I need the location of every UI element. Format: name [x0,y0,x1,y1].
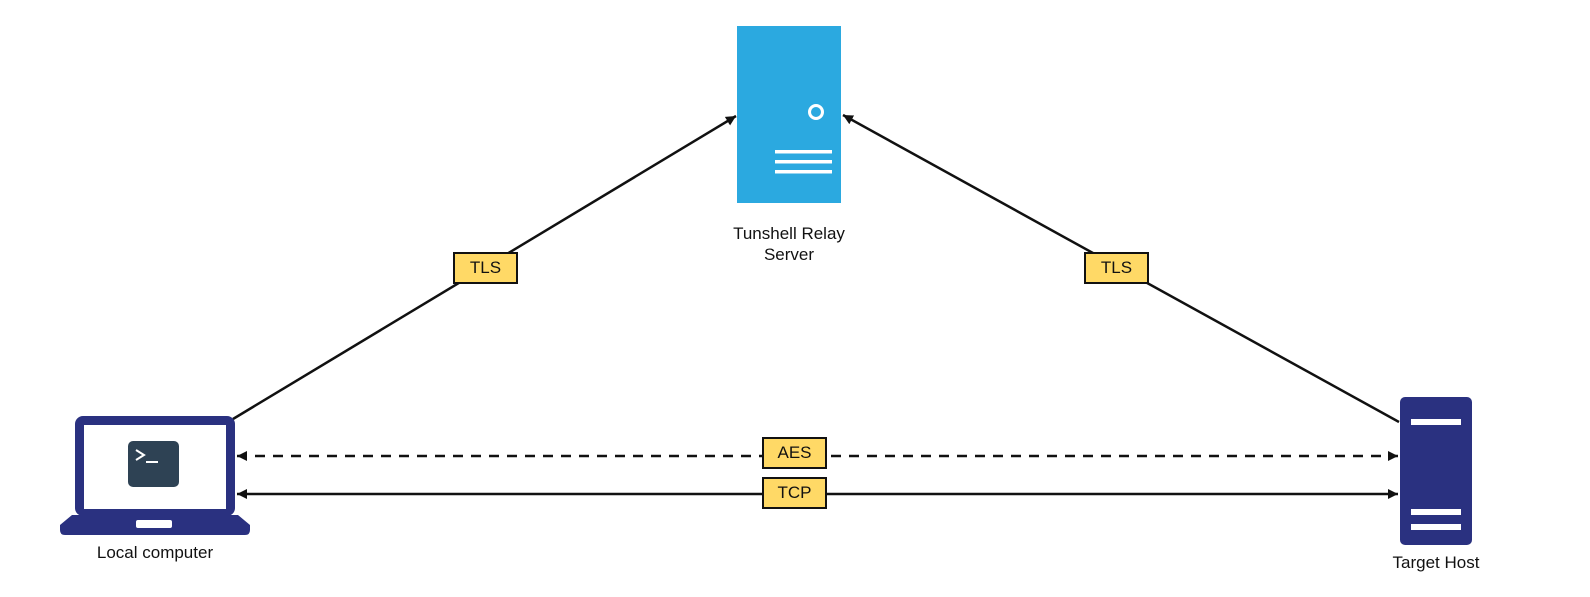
server-icon [737,26,841,203]
laptop-icon [60,416,250,535]
tls-tag-right: TLS [1084,252,1149,284]
tls-tag-left: TLS [453,252,518,284]
local-computer-label: Local computer [96,543,214,562]
terminal-icon [128,441,179,487]
target-host-label: Target Host [1392,553,1480,572]
tcp-tag: TCP [762,477,827,509]
aes-tag: AES [762,437,827,469]
relay-server-label: Tunshell Relay Server [733,224,845,264]
server-tower-icon [1400,397,1472,545]
